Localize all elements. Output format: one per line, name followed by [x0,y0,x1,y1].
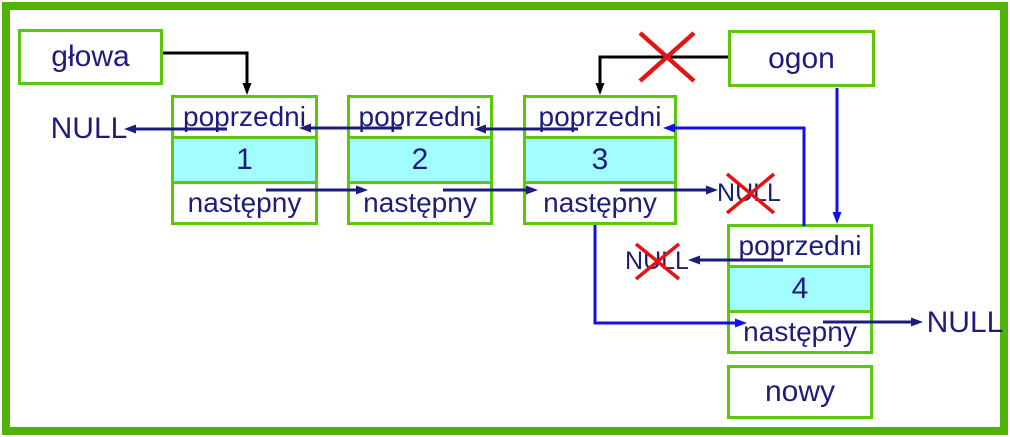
arrow-tail-to-node3-old [595,55,728,95]
null-label-node4-prev-crossed: NULL [625,246,689,275]
list-node-4: poprzedni 4 następny [727,224,873,354]
node-3-prev-label: poprzedni [538,101,662,133]
node-3-prev-field: poprzedni [526,98,674,136]
node-3-value: 3 [591,143,609,176]
new-pointer-box: nowy [727,365,873,419]
node-1-prev-label: poprzedni [183,101,306,133]
list-node-3: poprzedni 3 następny [523,95,677,225]
node-1-next-field: następny [174,184,315,222]
list-node-2: poprzedni 2 następny [347,95,493,225]
node-2-next-label: następny [363,186,477,218]
node-2-prev-label: poprzedni [358,101,482,133]
null-label-node3-next-crossed: NULL [717,178,781,207]
node-1-prev-field: poprzedni [174,98,315,136]
node-2-next-field: następny [350,184,490,222]
node-2-prev-field: poprzedni [350,98,490,136]
arrow-node4-prev-to-node3-new [663,123,806,226]
node-2-value: 2 [411,143,429,176]
head-pointer-label: głowa [51,40,130,73]
list-node-1: poprzedni 1 następny [171,95,318,225]
node-4-prev-field: poprzedni [730,227,870,265]
node-1-value: 1 [236,143,253,176]
node-1-next-label: następny [187,186,302,218]
null-label-head-prev: NULL [50,112,128,145]
node-4-next-field: następny [730,313,870,351]
node-2-value-cell: 2 [350,136,490,184]
node-4-value: 4 [791,272,809,305]
node-3-value-cell: 3 [526,136,674,184]
new-pointer-label: nowy [764,375,836,408]
arrow-head-to-node1 [163,51,252,95]
null-label-node4-next: NULL [926,306,1004,339]
tail-pointer-box: ogon [728,30,875,87]
node-3-next-label: następny [543,186,657,218]
node-3-next-field: następny [526,184,674,222]
node-1-value-cell: 1 [174,136,315,184]
node-4-prev-label: poprzedni [738,230,862,262]
cross-icon-tail-arrow [638,31,696,83]
tail-pointer-label: ogon [768,41,835,75]
node-4-value-cell: 4 [730,265,870,313]
node-4-next-label: następny [743,315,857,347]
head-pointer-box: głowa [18,29,163,85]
